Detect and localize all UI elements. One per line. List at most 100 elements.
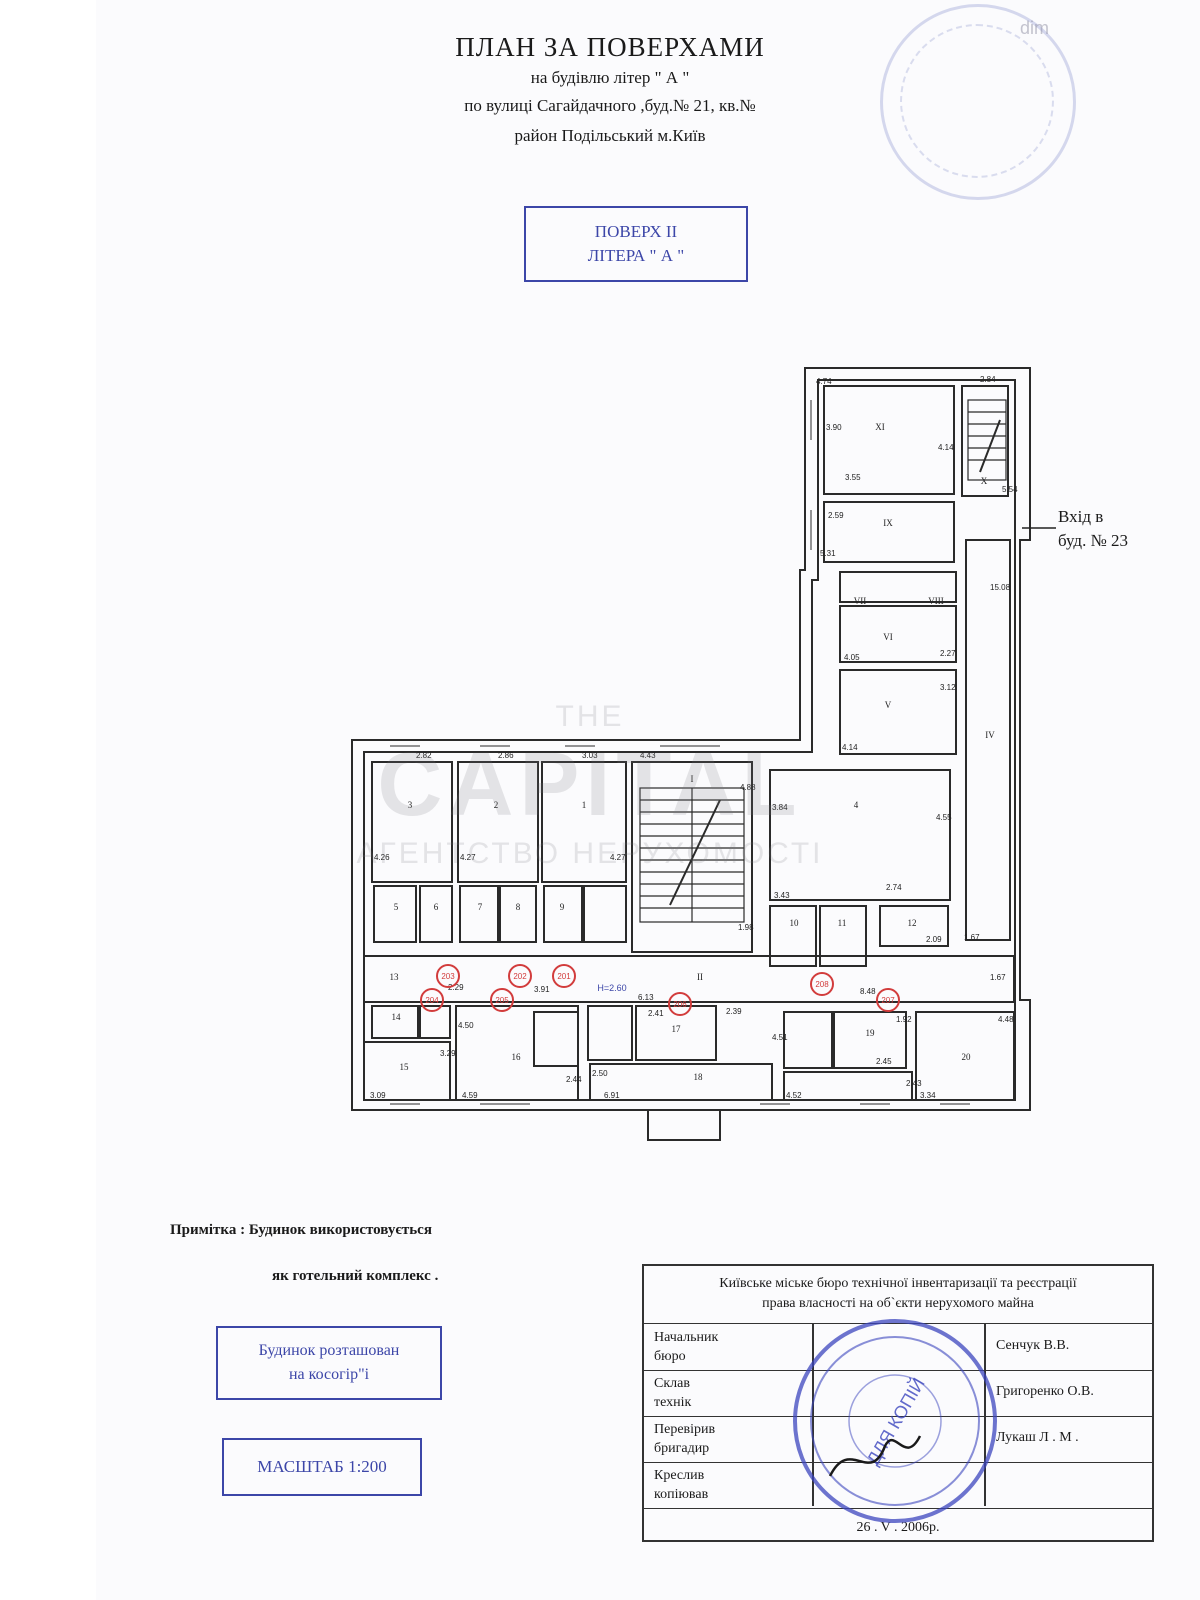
floor-plan: 4.74 2.84 3.90 4.14 3.55 5.54 2.59 5.31 … <box>351 367 1031 1141</box>
dimension-label: 4.05 <box>844 653 860 662</box>
room-label: 7 <box>478 902 483 912</box>
location-line2: на косогір"і <box>288 1366 370 1383</box>
dimension-label: 2.59 <box>828 511 844 520</box>
dimension-label: 5.31 <box>820 549 836 558</box>
dimension-label: 6.13 <box>638 993 654 1002</box>
dimension-label: 2.29 <box>448 983 464 992</box>
dimension-label: 1.67 <box>990 973 1006 982</box>
room-label: 8 <box>516 902 521 912</box>
dimension-label: 2.27 <box>940 649 956 658</box>
dimension-label: 3.55 <box>845 473 861 482</box>
page-margin <box>0 0 96 1600</box>
room-label: 20 <box>962 1052 972 1062</box>
dimension-label: 4.59 <box>462 1091 478 1100</box>
building-letter-line: на будівлю літер " А " <box>530 68 690 87</box>
dimension-label: 2.74 <box>886 883 902 892</box>
room-label: 10 <box>790 918 800 928</box>
room-label: 3 <box>408 800 413 810</box>
dimension-label: 2.09 <box>926 935 942 944</box>
watermark-tagline: АГЕНТСТВО НЕРУХОМОСТІ <box>356 837 824 870</box>
room-label: V <box>885 700 892 710</box>
note-line2: як готельний комплекс . <box>272 1268 439 1284</box>
dimension-label: 1.92 <box>896 1015 912 1024</box>
dimension-label: 4.48 <box>998 1015 1014 1024</box>
dimension-label: 4.88 <box>740 783 756 792</box>
dimension-label: 1.67 <box>964 933 980 942</box>
room-label: 11 <box>838 918 847 928</box>
room-label: 13 <box>390 972 400 982</box>
dimension-label: 3.29 <box>440 1049 456 1058</box>
dimension-label: 4.27 <box>460 853 476 862</box>
room-label: 4 <box>854 800 859 810</box>
room-label: VII <box>854 596 867 606</box>
dimension-label: 4.51 <box>772 1033 788 1042</box>
dimension-label: 4.74 <box>816 377 832 386</box>
scale-box: МАСШТАБ 1:200 <box>222 1438 422 1496</box>
name-cell: Сенчук В.В. <box>996 1338 1070 1353</box>
column-divider <box>984 1324 986 1506</box>
height-note: H=2.60 <box>597 983 626 993</box>
dimension-label: 3.90 <box>826 423 842 432</box>
room-tag: 203 <box>441 972 455 981</box>
dimension-label: 4.52 <box>786 1091 802 1100</box>
dimension-label: 2.44 <box>566 1075 582 1084</box>
dimension-label: 3.03 <box>582 751 598 760</box>
room-tag: 207 <box>881 996 895 1005</box>
dimension-label: 1.98 <box>738 923 754 932</box>
outer-wall <box>351 367 1031 1111</box>
room-label: 9 <box>560 902 565 912</box>
dimension-label: 4.55 <box>936 813 952 822</box>
room-label: 16 <box>512 1052 522 1062</box>
location-box: Будинок розташован на косогір"і <box>216 1326 442 1400</box>
dimension-label: 2.45 <box>876 1057 892 1066</box>
document-title: ПЛАН ЗА ПОВЕРХАМИ <box>455 32 765 62</box>
dimension-label: 3.84 <box>772 803 788 812</box>
district-line: район Подільський м.Київ <box>514 126 706 145</box>
room-label: 6 <box>434 902 439 912</box>
faded-seal-inner <box>900 24 1054 178</box>
entrance-note: Вхід в буд. № 23 <box>1058 505 1128 553</box>
dimension-label: 4.26 <box>374 853 390 862</box>
header-line2: права власності на об`єкти нерухомого ма… <box>762 1296 1034 1311</box>
address-line: по вулиці Сагайдачного ,буд.№ 21, кв.№ <box>464 96 756 115</box>
room-label: 15 <box>400 1062 410 1072</box>
room-tag: 202 <box>513 972 527 981</box>
dimension-label: 2.39 <box>726 1007 742 1016</box>
dimension-label: 3.09 <box>370 1091 386 1100</box>
inner-wall <box>363 379 1016 1101</box>
header-line1: Київське міське бюро технічної інвентари… <box>719 1276 1077 1291</box>
faded-seal <box>880 4 1076 200</box>
room-label: 18 <box>694 1072 704 1082</box>
floor-letter: ЛІТЕРА " А " <box>587 246 685 265</box>
dimension-label: 3.43 <box>774 891 790 900</box>
entrance-line1: Вхід в <box>1058 507 1104 526</box>
entrance-arrow <box>1022 527 1056 529</box>
room-label: 12 <box>908 918 917 928</box>
dimension-label: 2.41 <box>648 1009 664 1018</box>
room-tag: 208 <box>815 980 829 989</box>
watermark-brand: CAPITAL <box>377 735 803 835</box>
room-label: I <box>691 774 694 784</box>
room-label: 1 <box>582 800 587 810</box>
dimension-label: 3.91 <box>534 985 550 994</box>
note-line1: Примітка : Будинок використовується <box>170 1222 432 1238</box>
table-header: Київське міське бюро технічної інвентари… <box>644 1266 1152 1324</box>
dimension-label: 3.34 <box>920 1091 936 1100</box>
room-label: XI <box>875 422 885 432</box>
dimension-label: 4.27 <box>610 853 626 862</box>
dimension-label: 2.84 <box>980 375 996 384</box>
dimension-label: 4.14 <box>938 443 954 452</box>
floor-number: ПОВЕРХ II <box>594 222 678 241</box>
room-label: 19 <box>866 1028 876 1038</box>
watermark-top: THE <box>555 700 625 733</box>
room-label: VI <box>883 632 893 642</box>
room-tag: 205 <box>495 996 509 1005</box>
name-cell: Григоренко О.В. <box>996 1384 1094 1399</box>
dimension-label: 5.54 <box>1002 485 1018 494</box>
agency-watermark: THE CAPITAL АГЕНТСТВО НЕРУХОМОСТІ <box>290 700 890 871</box>
